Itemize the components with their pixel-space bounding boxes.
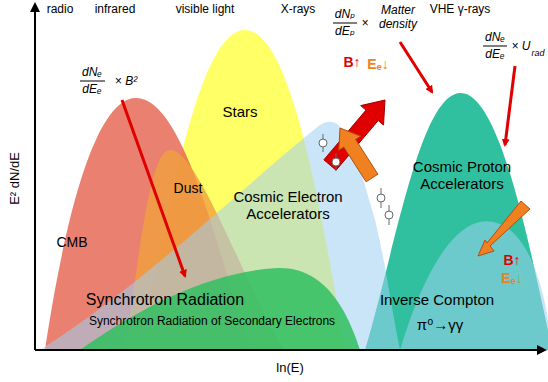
secondary-electron-region: Synchrotron Radiation of Secondary Elect… — [89, 315, 335, 329]
x-axis — [35, 349, 545, 351]
red-arrow — [505, 66, 515, 145]
process-label: Synchrotron Radiation — [86, 291, 244, 309]
fraction-bar — [80, 81, 105, 82]
energy-label: Eₑ↓ — [501, 270, 523, 286]
region-label: Cosmic Proton Accelerators — [412, 158, 512, 193]
formula-term: dEₑ — [82, 83, 101, 97]
inverse-compton-blob — [400, 221, 548, 350]
region-label: CMB — [56, 234, 87, 250]
axis-label: E² dN/dE — [8, 152, 23, 205]
region-label: Dust — [174, 180, 203, 196]
red-arrow — [400, 42, 432, 92]
region-label: Synchrotron Radiation of Secondary Elect… — [89, 315, 335, 329]
field-label: B↑ — [503, 252, 520, 268]
formula-term: dNₑ — [485, 31, 505, 45]
formula-subscript: rad — [531, 48, 544, 58]
band-label: infrared — [95, 3, 136, 17]
energy-arrow — [339, 128, 378, 182]
secondary-blob — [80, 268, 360, 350]
field-label: B↑ — [343, 54, 360, 70]
band-label: visible light — [176, 3, 235, 17]
proton-accelerator-region: Cosmic Proton Accelerators — [412, 158, 512, 193]
formula-term: × B² — [115, 75, 137, 89]
y-axis — [34, 4, 36, 350]
stars-region: Stars — [222, 103, 257, 120]
band-label: X-rays — [281, 3, 316, 17]
axis-label: ln(E) — [276, 361, 303, 376]
formula-term: × U — [511, 40, 530, 54]
fraction-bar — [483, 46, 507, 47]
data-points — [319, 134, 393, 225]
formula-term: dEₚ — [335, 25, 355, 39]
fraction-bar — [333, 23, 357, 24]
cmb-region: CMB — [56, 234, 87, 250]
formula-term: dNₑ — [82, 66, 102, 80]
band-label: radio — [47, 3, 74, 17]
formula-term: × — [361, 17, 368, 31]
energy-arrow — [478, 201, 530, 256]
formula-term: Matter density — [372, 4, 424, 32]
process-label: π⁰→γγ — [417, 316, 463, 333]
region-label: Cosmic Electron Accelerators — [226, 188, 351, 223]
dust-region: Dust — [174, 180, 203, 196]
electron-accelerator-region: Cosmic Electron Accelerators — [226, 188, 351, 223]
formula-term: dNₚ — [335, 8, 355, 22]
region-label: Stars — [222, 103, 257, 120]
energy-label: Eₑ↓ — [367, 56, 389, 72]
formula-term: dEₑ — [485, 48, 504, 62]
process-label: Inverse Compton — [380, 291, 494, 308]
band-label: VHE γ-rays — [430, 3, 491, 17]
